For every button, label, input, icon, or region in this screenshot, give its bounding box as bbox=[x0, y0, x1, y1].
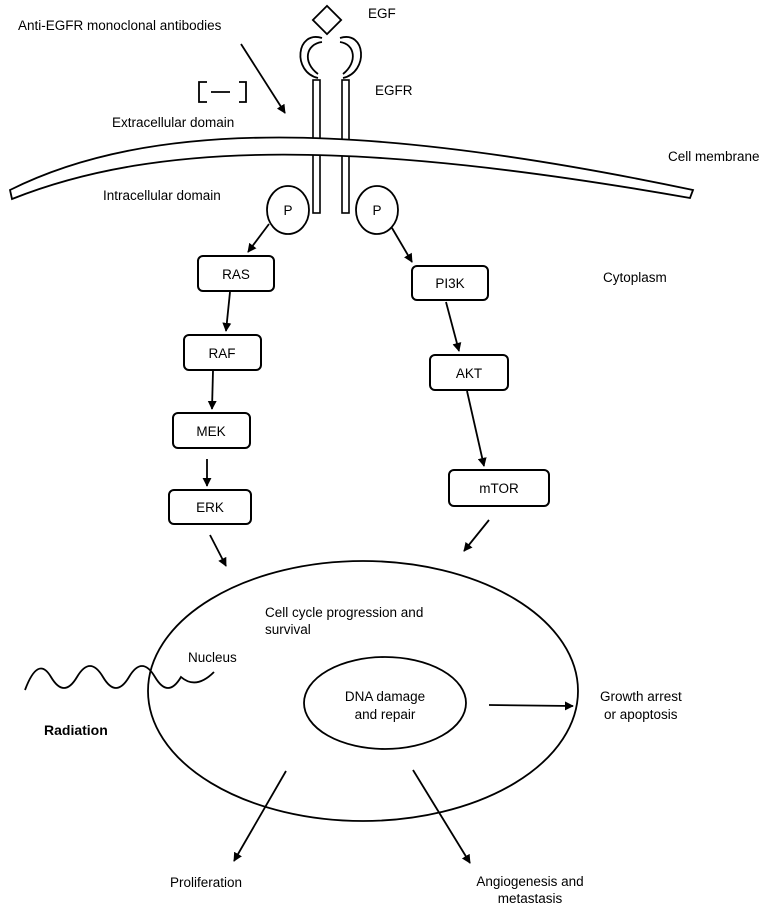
mtor-label: mTOR bbox=[479, 481, 519, 496]
phospho-site-left bbox=[266, 185, 310, 235]
egfr-left-head-inner bbox=[307, 41, 323, 75]
pi3k-box bbox=[411, 265, 489, 301]
dna-repair-ellipse bbox=[303, 656, 467, 750]
arrow-p-to-ras bbox=[247, 223, 270, 253]
arrow-raf-to-mek bbox=[207, 370, 217, 410]
nucleus-outline bbox=[147, 560, 579, 822]
arrow-to-proliferation bbox=[233, 770, 287, 862]
arrow-to-angiogenesis bbox=[412, 769, 471, 864]
egfr-right-head bbox=[339, 36, 362, 79]
phospho-site-right bbox=[355, 185, 399, 235]
proliferation-label: Proliferation bbox=[170, 875, 242, 890]
phospho-right-label: P bbox=[372, 203, 381, 218]
ras-label: RAS bbox=[222, 267, 250, 282]
cytoplasm-label: Cytoplasm bbox=[603, 270, 667, 285]
phospho-left-label: P bbox=[283, 203, 292, 218]
intracellular-label: Intracellular domain bbox=[103, 188, 221, 203]
dna-line1: DNA damage bbox=[345, 689, 425, 704]
cell-cycle-line1: Cell cycle progression and bbox=[265, 605, 423, 620]
radiation-wave bbox=[24, 665, 215, 691]
mek-label: MEK bbox=[196, 424, 225, 439]
radiation-label: Radiation bbox=[44, 722, 108, 738]
antibody-bracket-right-end bbox=[239, 81, 247, 103]
egfr-left-head bbox=[299, 36, 323, 79]
arrow-p-to-pi3k bbox=[391, 227, 413, 263]
egfr-label: EGFR bbox=[375, 83, 413, 98]
anti-egfr-arrow bbox=[240, 43, 286, 114]
egf-label: EGF bbox=[368, 6, 396, 21]
dna-line2: and repair bbox=[355, 707, 416, 722]
arrow-mtor-to-nucleus bbox=[463, 519, 490, 552]
cell-cycle-line2: survival bbox=[265, 622, 311, 637]
arrow-akt-to-mtor bbox=[466, 390, 487, 467]
extracellular-label: Extracellular domain bbox=[112, 115, 234, 130]
raf-box bbox=[183, 334, 262, 371]
cell-membrane bbox=[8, 136, 695, 201]
growth-line1: Growth arrest bbox=[600, 689, 682, 704]
anti-egfr-label: Anti-EGFR monoclonal antibodies bbox=[18, 18, 222, 33]
arrow-erk-to-nucleus bbox=[209, 534, 227, 567]
cell-membrane-label: Cell membrane bbox=[668, 149, 760, 164]
arrow-to-growth-arrest bbox=[488, 701, 574, 711]
erk-label: ERK bbox=[196, 500, 224, 515]
raf-label: RAF bbox=[209, 346, 236, 361]
erk-box bbox=[168, 489, 252, 525]
angio-line1: Angiogenesis and bbox=[476, 874, 583, 889]
egf-ligand-shape bbox=[311, 4, 343, 36]
nucleus-label: Nucleus bbox=[188, 650, 237, 665]
pi3k-label: PI3K bbox=[435, 276, 464, 291]
antibody-bracket-left bbox=[198, 81, 207, 103]
arrow-ras-to-raf bbox=[222, 291, 232, 332]
angio-line2: metastasis bbox=[498, 891, 563, 906]
growth-line2: or apoptosis bbox=[604, 707, 678, 722]
arrow-pi3k-to-akt bbox=[445, 301, 462, 352]
mek-box bbox=[172, 412, 251, 449]
ras-box bbox=[197, 255, 275, 292]
akt-label: AKT bbox=[456, 366, 482, 381]
akt-box bbox=[429, 354, 509, 391]
egfr-right-head-inner bbox=[339, 41, 354, 75]
mtor-box bbox=[448, 469, 550, 507]
